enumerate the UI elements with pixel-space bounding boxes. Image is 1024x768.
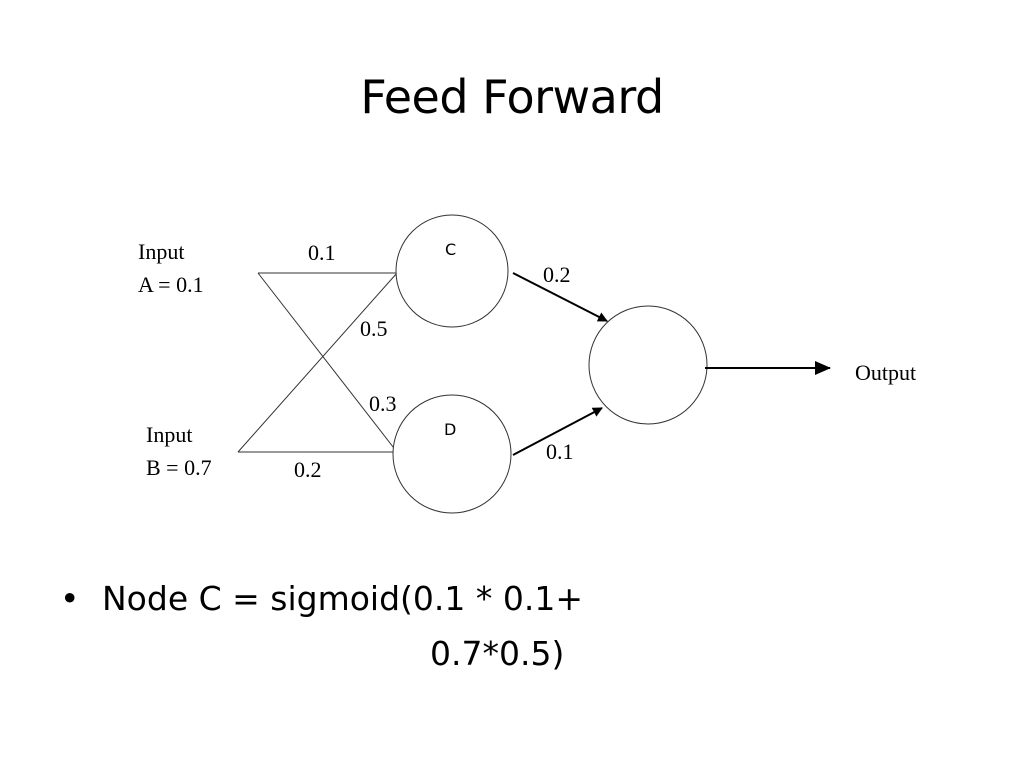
bullet-text-line1: Node C = sigmoid(0.1 * 0.1+ bbox=[102, 579, 584, 618]
edge-c-to-output bbox=[512, 272, 608, 322]
slide-title: Feed Forward bbox=[360, 70, 664, 124]
node-d-label: D bbox=[444, 420, 456, 439]
weight-a-to-d: 0.3 bbox=[369, 391, 397, 416]
output-label: Output bbox=[855, 360, 916, 385]
edge-a-to-d bbox=[257, 272, 398, 453]
weight-b-to-c: 0.5 bbox=[360, 316, 388, 341]
weight-b-to-d: 0.2 bbox=[294, 457, 322, 482]
input-connections bbox=[237, 272, 398, 453]
node-c-label: C bbox=[445, 240, 456, 259]
bullet-text-line2: 0.7*0.5) bbox=[430, 634, 565, 673]
edge-d-to-output bbox=[512, 407, 603, 456]
node-output bbox=[588, 305, 708, 425]
input-a-label-line1: Input bbox=[138, 239, 184, 264]
weight-d-to-output: 0.1 bbox=[546, 439, 574, 464]
weight-c-to-output: 0.2 bbox=[543, 262, 571, 287]
weight-a-to-c: 0.1 bbox=[308, 240, 336, 265]
bullet-marker: • bbox=[60, 579, 80, 618]
input-a-label-line2: A = 0.1 bbox=[138, 272, 204, 297]
node-c bbox=[395, 214, 509, 328]
input-b-label-line1: Input bbox=[146, 422, 192, 447]
node-d bbox=[392, 394, 512, 514]
edge-b-to-c bbox=[237, 272, 398, 453]
input-b-label-line2: B = 0.7 bbox=[146, 455, 212, 480]
